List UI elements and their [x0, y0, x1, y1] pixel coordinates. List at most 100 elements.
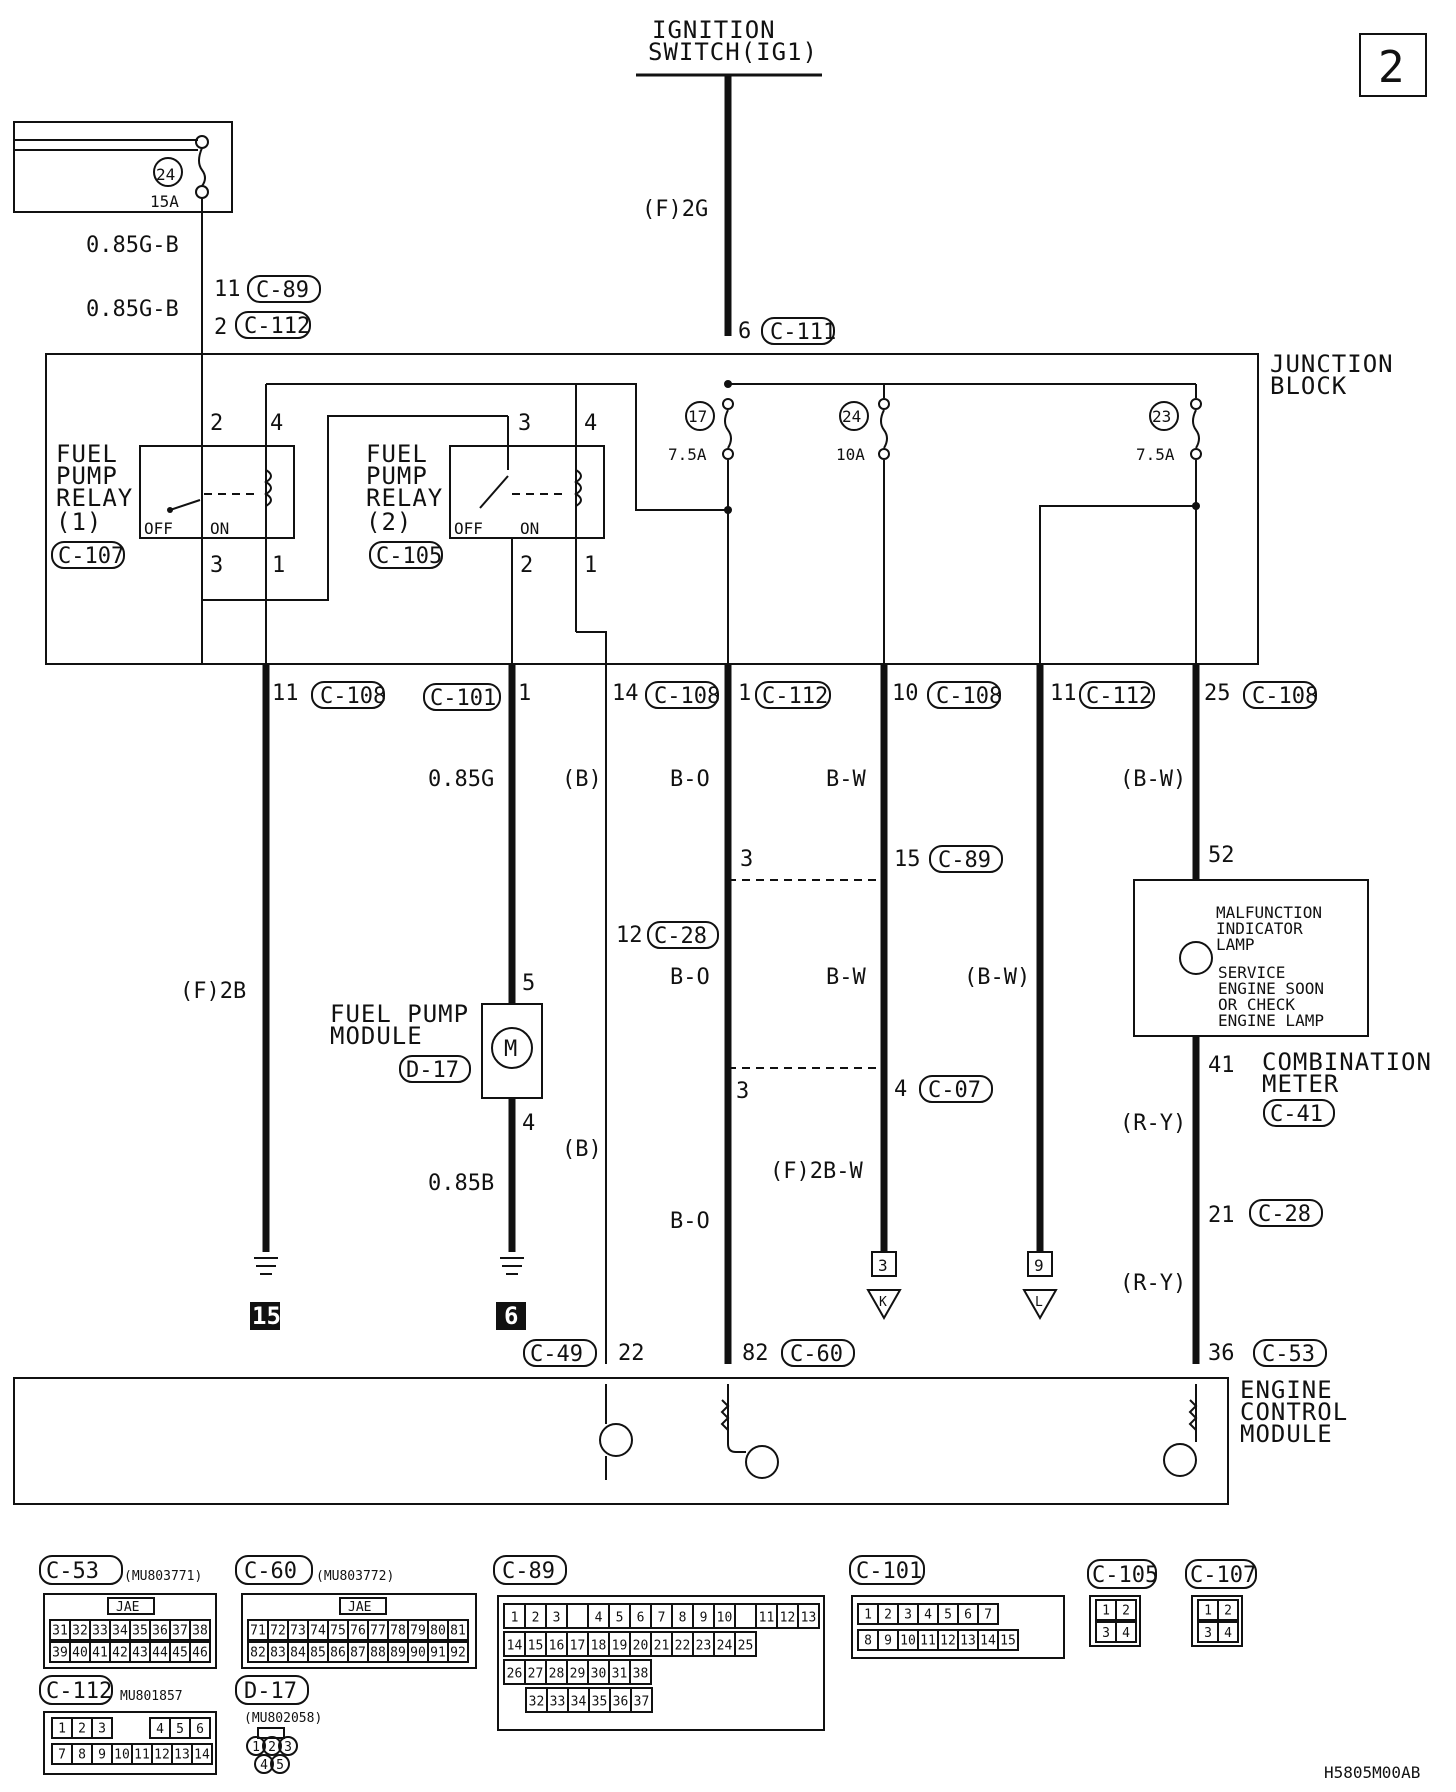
ground-15 — [250, 1302, 280, 1330]
pin-number: 31 — [52, 1623, 68, 1638]
svg-text:(F)2B: (F)2B — [180, 979, 246, 1004]
svg-text:14: 14 — [612, 681, 639, 706]
svg-text:D-17: D-17 — [244, 1679, 297, 1704]
junction-block — [45, 353, 1259, 665]
svg-text:7.5A: 7.5A — [668, 445, 707, 464]
pin-number: 83 — [270, 1645, 286, 1660]
pin-6: 6 — [738, 319, 751, 344]
svg-text:0.85G: 0.85G — [428, 767, 494, 792]
svg-text:12: 12 — [616, 923, 643, 948]
svg-text:JUNCTION: JUNCTION — [1270, 350, 1394, 378]
footer-code: H5805M00AB — [1324, 1763, 1420, 1782]
pin-number: 86 — [330, 1645, 346, 1660]
svg-text:C-107: C-107 — [58, 544, 124, 569]
pin-number: 14 — [507, 1638, 523, 1653]
svg-text:(B): (B) — [562, 767, 602, 792]
pin-number: 89 — [390, 1645, 406, 1660]
pin-cell — [1115, 1599, 1137, 1621]
svg-text:MODULE: MODULE — [330, 1022, 423, 1050]
pin-number: 5 — [616, 1610, 624, 1625]
svg-text:FUEL PUMP: FUEL PUMP — [330, 1000, 469, 1028]
svg-text:C-108: C-108 — [320, 684, 386, 709]
pin-number: 4 — [260, 1758, 268, 1773]
pin-number: 38 — [192, 1623, 208, 1638]
svg-text:9: 9 — [1034, 1256, 1044, 1275]
pin-number: 15 — [528, 1638, 544, 1653]
pin-number: 77 — [370, 1623, 386, 1638]
svg-text:RELAY: RELAY — [56, 484, 133, 512]
lamp-icon — [1179, 941, 1213, 975]
pin-number: 32 — [529, 1694, 545, 1709]
ground-6 — [496, 1302, 526, 1330]
pin-number: 10 — [114, 1747, 130, 1762]
pin-cell — [254, 1754, 274, 1774]
svg-text:10: 10 — [892, 681, 919, 706]
pin-number: 3 — [98, 1721, 106, 1736]
svg-text:B-O: B-O — [670, 1209, 710, 1234]
svg-text:C-28: C-28 — [654, 924, 707, 949]
pin-number: 10 — [717, 1610, 733, 1625]
pin-number: 44 — [152, 1645, 168, 1660]
pin-number: 6 — [964, 1607, 972, 1622]
svg-text:2: 2 — [214, 315, 227, 340]
svg-text:ENGINE SOON: ENGINE SOON — [1218, 979, 1324, 998]
pin-cell — [262, 1736, 282, 1756]
svg-text:4: 4 — [522, 1111, 535, 1136]
svg-text:MODULE: MODULE — [1240, 1420, 1333, 1448]
pin-number: 19 — [612, 1638, 628, 1653]
connector-3 — [871, 1251, 897, 1277]
svg-text:SERVICE: SERVICE — [1218, 963, 1285, 982]
pin-number: 46 — [192, 1645, 208, 1660]
svg-text:B-W: B-W — [826, 965, 866, 990]
pin-cell — [1217, 1621, 1239, 1643]
svg-text:MU801857: MU801857 — [120, 1689, 183, 1704]
svg-text:(1): (1) — [56, 508, 102, 536]
pin-cell — [997, 1629, 1019, 1651]
svg-text:L: L — [1035, 1295, 1043, 1310]
pin-number: 35 — [132, 1623, 148, 1638]
pin-cell — [630, 1687, 653, 1713]
pin-cell — [447, 1641, 469, 1663]
fuse-box-top-left — [13, 121, 233, 213]
svg-text:1: 1 — [738, 681, 751, 706]
svg-text:1: 1 — [518, 681, 531, 706]
svg-text:5: 5 — [522, 971, 535, 996]
pin-cell — [270, 1754, 290, 1774]
pin-cell — [278, 1736, 298, 1756]
pin-number: 3 — [904, 1607, 912, 1622]
pin-number: 74 — [310, 1623, 326, 1638]
pin-cell — [191, 1743, 213, 1765]
svg-text:(MU802058): (MU802058) — [244, 1711, 322, 1726]
pin-number: 34 — [571, 1694, 587, 1709]
svg-text:2: 2 — [210, 411, 223, 436]
pin-cell — [189, 1619, 211, 1641]
pin-number: 3 — [553, 1610, 561, 1625]
pin-number: 81 — [450, 1623, 466, 1638]
pin-number: 13 — [174, 1747, 190, 1762]
pin-cell — [734, 1631, 757, 1657]
pin-number: 75 — [330, 1623, 346, 1638]
svg-text:3: 3 — [736, 1079, 749, 1104]
svg-text:PUMP: PUMP — [366, 462, 428, 490]
pin-number: 73 — [290, 1623, 306, 1638]
pin-cell — [566, 1603, 589, 1629]
pin-number: 42 — [112, 1645, 128, 1660]
svg-text:JAE: JAE — [348, 1600, 371, 1615]
pin-number: 1 — [511, 1610, 519, 1625]
pin-cell — [734, 1603, 757, 1629]
svg-text:PUMP: PUMP — [56, 462, 118, 490]
svg-text:FUEL: FUEL — [366, 440, 428, 468]
engine-control-module — [13, 1377, 1229, 1505]
svg-text:ON: ON — [210, 519, 229, 538]
conn-c111 — [761, 317, 835, 345]
svg-text:C-60: C-60 — [790, 1342, 843, 1367]
pin-number: 33 — [550, 1694, 566, 1709]
svg-text:B-O: B-O — [670, 767, 710, 792]
svg-text:OFF: OFF — [454, 519, 483, 538]
svg-text:C-101: C-101 — [430, 686, 496, 711]
svg-text:C-28: C-28 — [1258, 1202, 1311, 1227]
